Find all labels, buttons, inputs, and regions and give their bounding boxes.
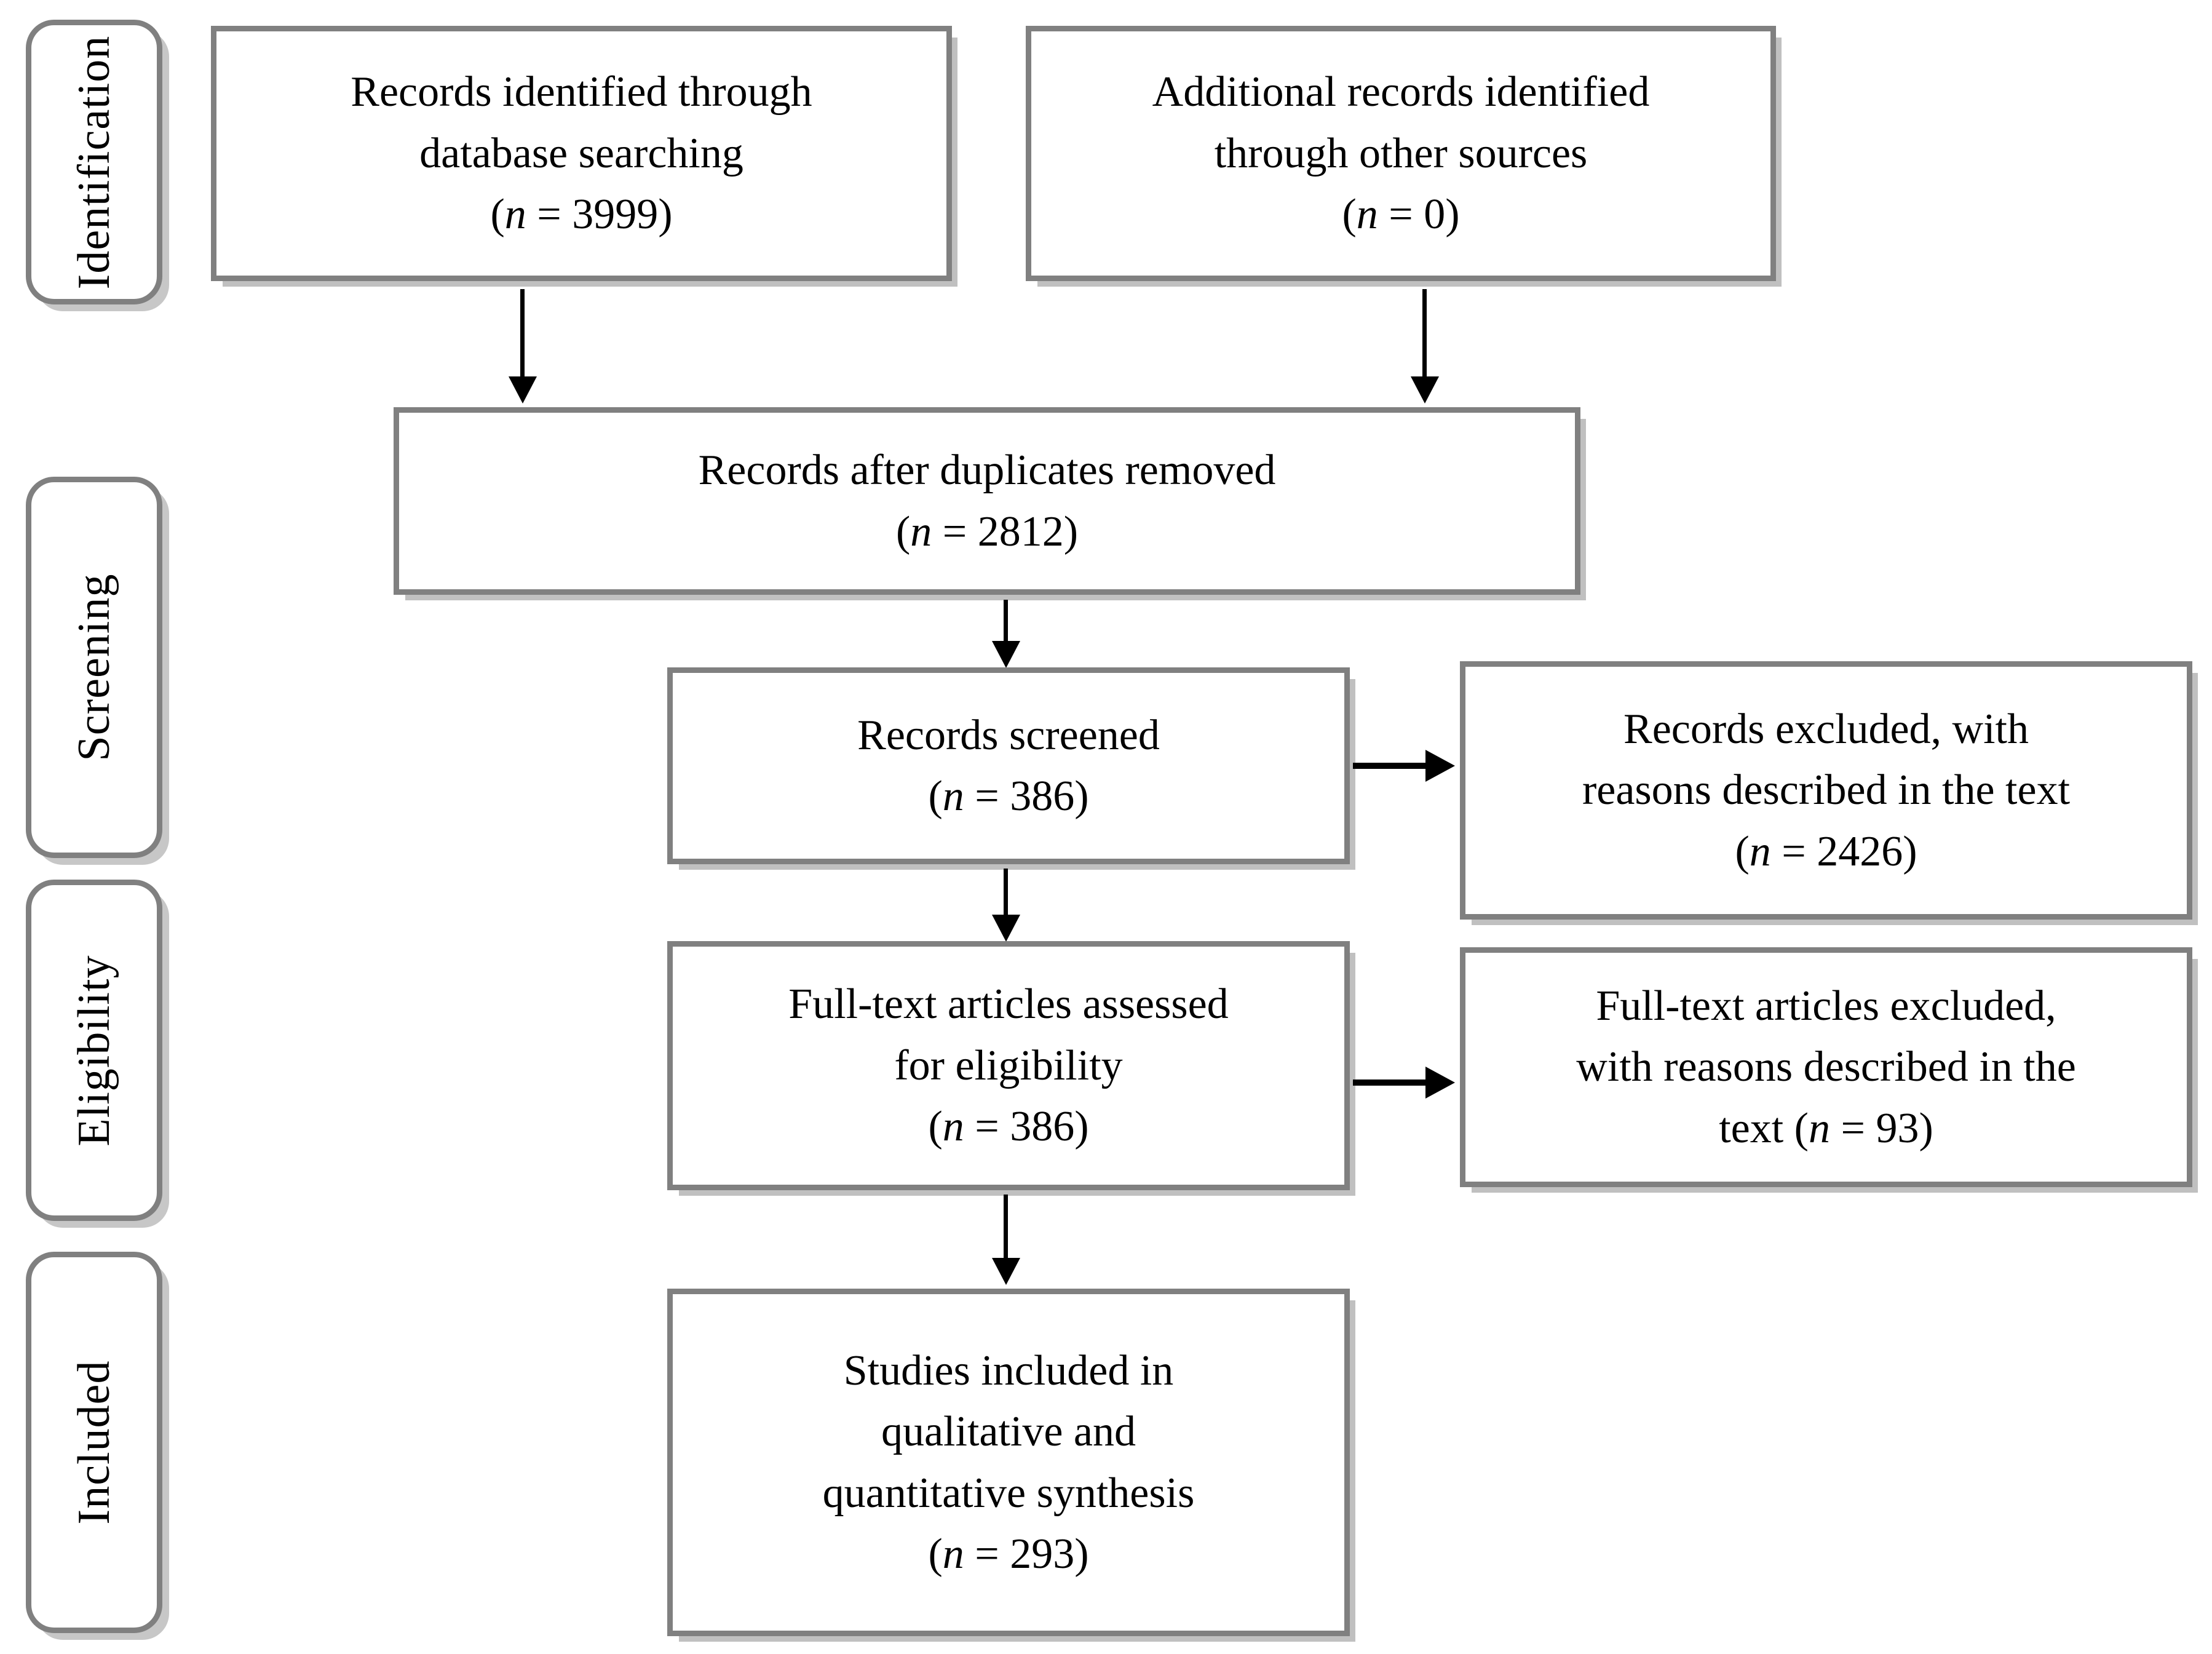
box-line-2: reasons described in the text — [1582, 766, 2071, 814]
n-value: = 2812) — [932, 507, 1079, 555]
box-line-2: database searching — [419, 129, 743, 177]
connector-duplicates-to-screened — [1004, 600, 1008, 658]
box-records-after-duplicates-removed: Records after duplicates removed (n = 28… — [394, 407, 1580, 595]
n-symbol: n — [504, 191, 526, 239]
paren-open: ( — [895, 507, 911, 555]
box-count-line: (n = 293) — [928, 1524, 1088, 1584]
box-line-1: Additional records identified — [1152, 68, 1650, 116]
connector-other-to-duplicates — [1422, 289, 1427, 388]
box-line-2: with reasons described in the — [1576, 1043, 2076, 1091]
stage-box-screening: Screening — [26, 477, 162, 858]
n-value: = 3999) — [526, 191, 673, 239]
box-line-1: Full-text articles assessed — [788, 980, 1229, 1028]
paren-open: ( — [928, 773, 943, 820]
arrowhead-screened-to-excluded — [1425, 750, 1455, 782]
n-symbol: n — [942, 773, 964, 820]
box-line-2: through other sources — [1214, 129, 1588, 177]
arrowhead-db-to-duplicates — [509, 376, 537, 404]
n-symbol: n — [1749, 827, 1771, 875]
connector-fulltext-to-included — [1004, 1195, 1008, 1274]
box-line-1: Records excluded, with — [1623, 705, 2029, 753]
box-count-line: (n = 386) — [928, 766, 1088, 827]
box-line-1: Studies included in — [843, 1346, 1174, 1394]
arrowhead-fulltext-to-included — [992, 1258, 1020, 1285]
box-count-line: (n = 386) — [928, 1096, 1088, 1157]
box-line-1: Full-text articles excluded, — [1596, 982, 2056, 1030]
box-count-line: (n = 0) — [1342, 184, 1459, 245]
n-symbol: n — [942, 1530, 964, 1578]
box-count-line: text (n = 93) — [1719, 1098, 1933, 1159]
arrowhead-other-to-duplicates — [1411, 376, 1439, 404]
arrowhead-duplicates-to-screened — [992, 641, 1020, 668]
paren-open: ( — [928, 1103, 943, 1151]
box-fulltext-excluded: Full-text articles excluded, with reason… — [1460, 947, 2192, 1187]
n-value: = 93) — [1829, 1104, 1933, 1152]
box-line-1: Records after duplicates removed — [698, 447, 1276, 495]
box-records-excluded: Records excluded, with reasons described… — [1460, 661, 2192, 920]
box-line-1: Records identified through — [351, 68, 812, 116]
n-value: = 2426) — [1770, 827, 1917, 875]
paren-open: ( — [1342, 191, 1357, 239]
stage-label-screening: Screening — [69, 573, 119, 761]
arrowhead-fulltext-to-excluded — [1425, 1067, 1455, 1099]
connector-screened-to-fulltext — [1004, 869, 1008, 930]
n-value: = 386) — [964, 1103, 1089, 1151]
connector-screened-to-excluded — [1353, 763, 1430, 769]
stage-label-included: Included — [69, 1360, 119, 1525]
box-count-line: (n = 3999) — [490, 184, 672, 245]
n-symbol: n — [910, 507, 932, 555]
text-prefix: text ( — [1719, 1104, 1809, 1152]
box-records-identified-database: Records identified through database sear… — [211, 26, 952, 281]
box-count-line: (n = 2812) — [896, 501, 1078, 562]
paren-open: ( — [928, 1530, 943, 1578]
n-value: = 293) — [964, 1530, 1089, 1578]
arrowhead-screened-to-fulltext — [992, 915, 1020, 942]
box-line-1: Records screened — [857, 711, 1160, 759]
box-count-line: (n = 2426) — [1735, 821, 1917, 882]
connector-db-to-duplicates — [520, 289, 525, 388]
n-value: = 386) — [964, 773, 1089, 820]
box-fulltext-assessed: Full-text articles assessed for eligibil… — [667, 941, 1350, 1190]
stage-label-eligibility: Eligibility — [69, 954, 119, 1147]
connector-fulltext-to-excluded — [1353, 1079, 1430, 1086]
n-symbol: n — [942, 1103, 964, 1151]
n-symbol: n — [1808, 1104, 1830, 1152]
box-line-3: quantitative synthesis — [822, 1469, 1195, 1517]
box-line-2: for eligibility — [894, 1041, 1123, 1089]
stage-box-included: Included — [26, 1252, 162, 1633]
stage-box-eligibility: Eligibility — [26, 880, 162, 1221]
n-value: = 0) — [1378, 191, 1460, 239]
n-symbol: n — [1356, 191, 1378, 239]
paren-open: ( — [490, 191, 505, 239]
stage-box-identification: Identification — [26, 20, 162, 304]
box-studies-included: Studies included in qualitative and quan… — [667, 1289, 1350, 1636]
paren-open: ( — [1735, 827, 1750, 875]
stage-label-identification: Identification — [69, 35, 119, 289]
box-line-2: qualitative and — [881, 1408, 1136, 1456]
box-records-screened: Records screened (n = 386) — [667, 667, 1350, 864]
box-additional-records-other-sources: Additional records identified through ot… — [1026, 26, 1776, 281]
